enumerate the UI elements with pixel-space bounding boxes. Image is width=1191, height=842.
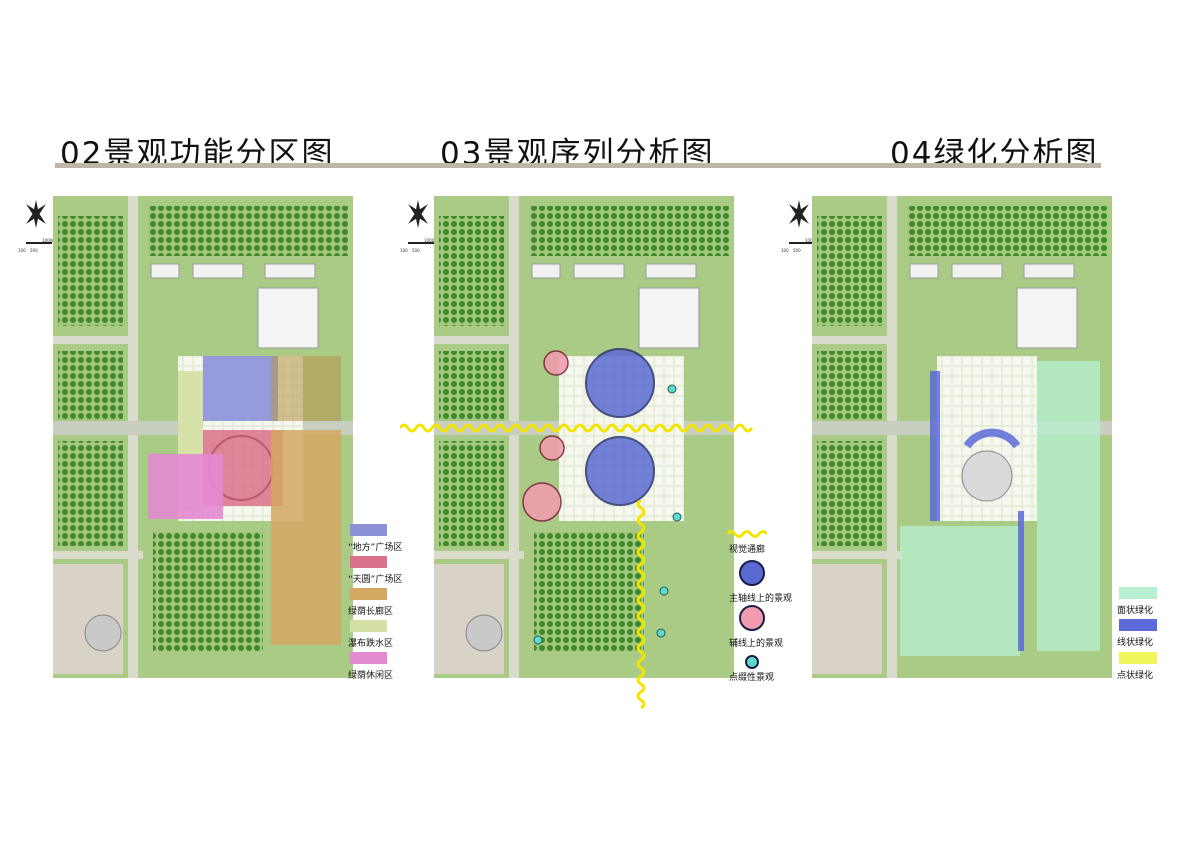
legend-swatch-main-axis <box>739 560 765 586</box>
visual-corridor-vertical <box>636 500 646 710</box>
legend-swatch-accent <box>745 655 759 669</box>
legend-label-difang: “地方”广场区 <box>348 543 403 553</box>
scale-label-1000: 1000(米) <box>424 238 442 243</box>
north-arrow-scale-03: 100 500 1000(米) <box>400 196 441 258</box>
accent-node <box>667 384 677 394</box>
linear-greening-south <box>1018 511 1024 651</box>
secondary-node <box>522 482 562 522</box>
scale-label-500: 500 <box>793 248 801 253</box>
north-arrow-icon <box>400 200 434 244</box>
scale-label-100: 100 <box>781 248 789 253</box>
north-arrow-icon <box>18 200 52 244</box>
accent-node <box>533 635 543 645</box>
scale-label-100: 100 <box>18 248 26 253</box>
site-plan-02 <box>53 196 353 678</box>
legend-label-tianyuan: “天圆”广场区 <box>348 575 403 585</box>
legend-swatch-tianyuan <box>350 556 387 568</box>
legend-swatch-difang <box>350 524 387 536</box>
linear-greening-arc <box>963 428 1021 449</box>
zone-difang <box>203 356 278 421</box>
secondary-node <box>539 435 565 461</box>
site-plan-03 <box>434 196 734 678</box>
legend-label-planar: 面状绿化 <box>1117 606 1154 616</box>
title-underline <box>55 163 1101 168</box>
legend-label-waterfall: 瀑布跌水区 <box>348 639 394 649</box>
visual-corridor-horizontal <box>400 423 754 433</box>
scale-label-500: 500 <box>412 248 420 253</box>
legend-label-linear: 线状绿化 <box>1117 638 1154 648</box>
planar-greening-south <box>900 526 1020 656</box>
zone-leisure <box>148 454 223 519</box>
north-arrow-icon <box>781 200 815 244</box>
legend-swatch-planar <box>1119 587 1157 599</box>
legend-swatch-linear <box>1119 619 1157 631</box>
main-axis-node <box>585 436 655 506</box>
legend-label-secondary: 辅线上的景观 <box>729 639 784 649</box>
legend-label-point: 点状绿化 <box>1117 671 1154 681</box>
scale-label-500: 500 <box>30 248 38 253</box>
legend-swatch-waterfall <box>350 620 387 632</box>
plan-panel-04 <box>812 196 1112 678</box>
legend-label-accent: 点缀性景观 <box>729 673 775 683</box>
accent-node <box>656 628 666 638</box>
legend-swatch-secondary <box>739 605 765 631</box>
plan-panel-02 <box>53 196 353 678</box>
legend-label-leisure: 绿荫休闲区 <box>348 671 394 681</box>
legend-label-main-axis: 主轴线上的景观 <box>729 594 793 604</box>
legend-swatch-shade-corridor <box>350 588 387 600</box>
site-plan-04 <box>812 196 1112 678</box>
legend-swatch-point <box>1119 652 1157 664</box>
legend-label-shade-corridor: 绿荫长廊区 <box>348 607 394 617</box>
planar-greening-east <box>1037 361 1100 651</box>
secondary-node <box>543 350 569 376</box>
accent-node <box>672 512 682 522</box>
scale-label-1000: 1000(米) <box>42 238 60 243</box>
legend-swatch-leisure <box>350 652 387 664</box>
main-axis-node <box>585 348 655 418</box>
linear-greening-west <box>930 371 940 521</box>
legend-label-visual-corridor: 视觉通廊 <box>729 545 766 555</box>
plan-panel-03 <box>434 196 734 678</box>
zone-shade-corridor <box>271 430 341 645</box>
accent-node <box>659 586 669 596</box>
legend-swatch-visual-corridor <box>727 530 767 538</box>
scale-label-100: 100 <box>400 248 408 253</box>
north-arrow-scale-02: 100 500 1000(米) <box>18 196 59 258</box>
